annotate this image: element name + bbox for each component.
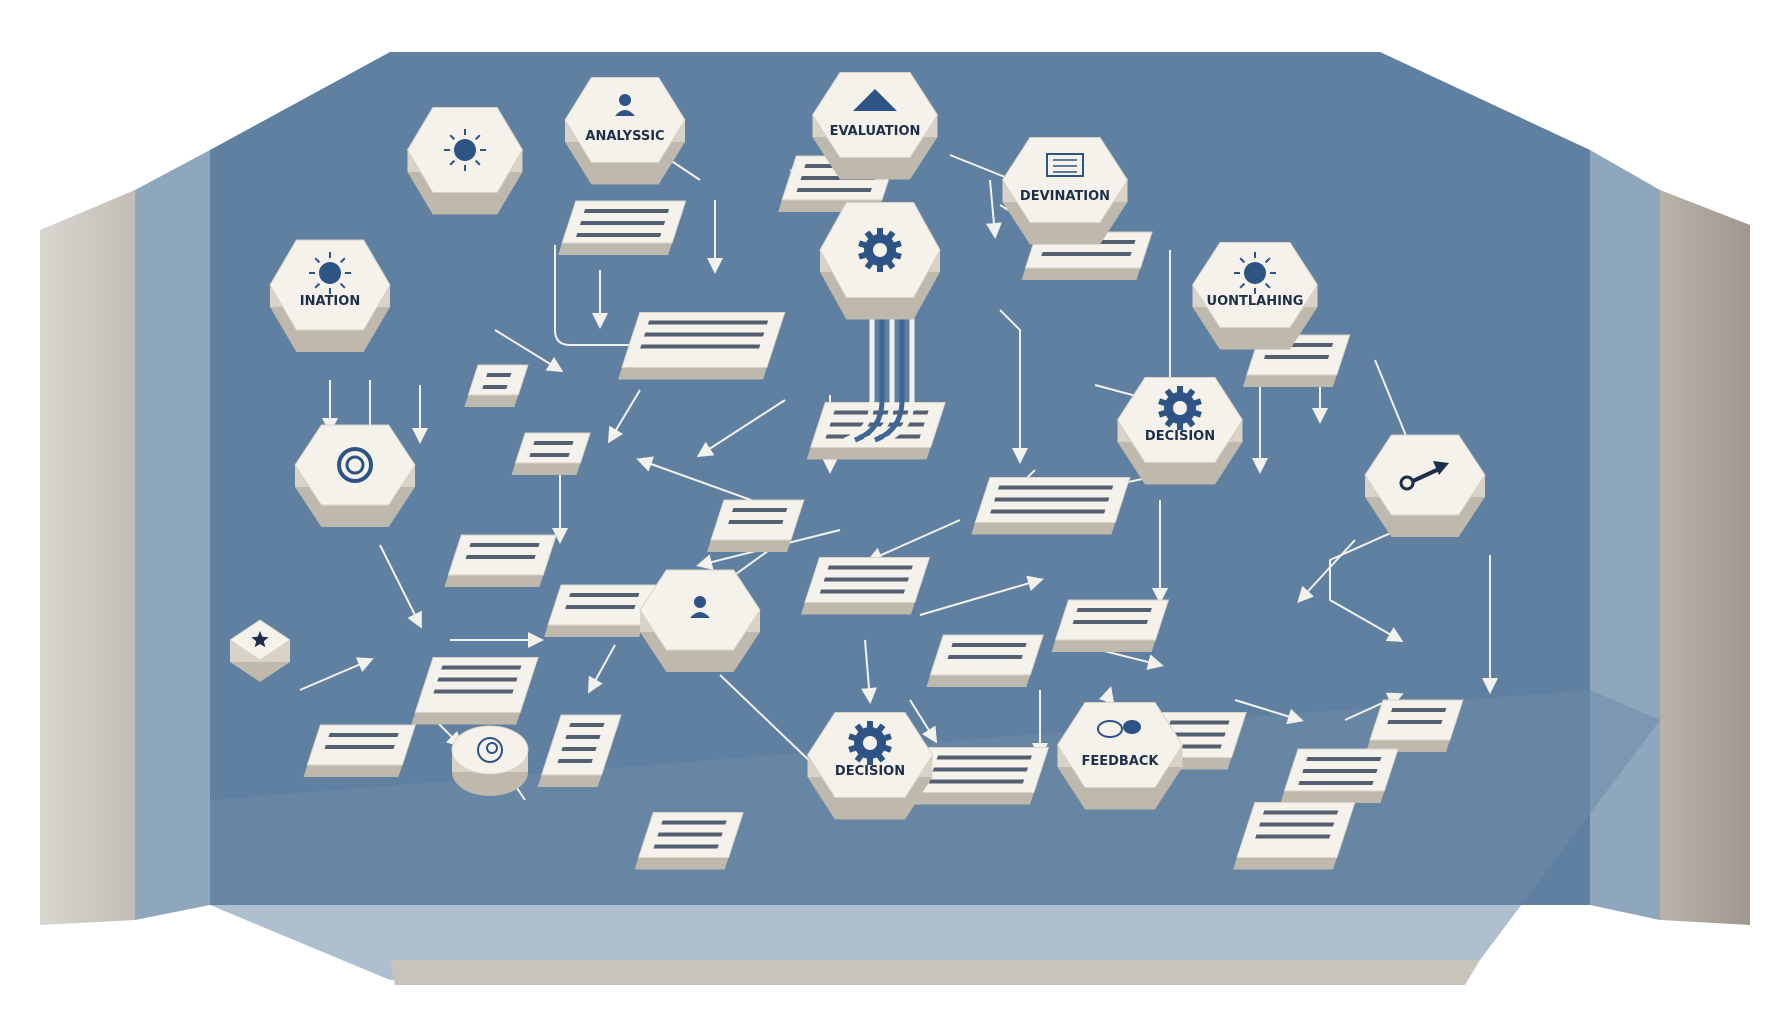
card-8 xyxy=(707,499,805,552)
arrow-35 xyxy=(1234,699,1304,725)
node-gear-center xyxy=(819,202,941,320)
card-11 xyxy=(544,584,657,637)
node-label: FEEDBACK xyxy=(1081,754,1159,769)
arrow-45 xyxy=(696,399,786,458)
small-cards xyxy=(303,155,1464,870)
card-14 xyxy=(926,634,1044,687)
arrow-20 xyxy=(636,456,766,506)
arrow-30 xyxy=(588,644,616,694)
arrow-14 xyxy=(1297,539,1356,603)
platform-base xyxy=(390,960,1480,985)
node-label: EVALUATION xyxy=(830,124,921,139)
card-22 xyxy=(1233,802,1356,870)
brain-icon xyxy=(477,737,503,763)
arrow-7 xyxy=(985,179,1002,239)
card-1 xyxy=(558,200,687,255)
arrow-18 xyxy=(866,519,961,563)
card-12 xyxy=(800,557,931,615)
card-23 xyxy=(634,812,744,870)
card-9 xyxy=(971,477,1131,535)
monitor-icon xyxy=(1046,153,1084,177)
node-label: DECISION xyxy=(835,764,905,779)
arrow-34 xyxy=(1099,649,1164,670)
node-top-left xyxy=(406,107,524,215)
node-decision-r: DECISION xyxy=(1116,377,1244,485)
node-user xyxy=(639,569,761,672)
gear-icon xyxy=(848,721,892,765)
gear-icon xyxy=(1158,386,1202,430)
card-21 xyxy=(1280,748,1399,803)
node-feedback: FEEDBACK xyxy=(1056,702,1184,810)
node-target xyxy=(294,424,416,527)
node-label: ANALYSSIC xyxy=(585,129,664,144)
node-evaluation: EVALUATION xyxy=(811,72,939,180)
star-icon xyxy=(251,631,269,648)
person-icon xyxy=(615,94,635,116)
node-deviation: DEVINATION xyxy=(1001,137,1129,245)
gear-icon xyxy=(858,228,902,272)
target-icon xyxy=(337,447,373,483)
chat-icon xyxy=(1097,720,1141,738)
card-5 xyxy=(464,364,529,407)
arrow-36 xyxy=(1344,692,1404,721)
card-19 xyxy=(910,747,1050,805)
globe-icon xyxy=(444,129,486,171)
card-2 xyxy=(1021,231,1153,280)
connector-arrows xyxy=(299,147,1498,801)
platform-back-left xyxy=(135,150,210,920)
node-arrow-box xyxy=(1364,434,1486,537)
platform-right-wall xyxy=(1660,190,1750,925)
arrow-32 xyxy=(861,639,877,704)
node-label: DEVINATION xyxy=(1020,189,1110,204)
node-decision-b: DECISION xyxy=(806,712,934,820)
card-15 xyxy=(411,657,539,725)
node-analysis: ANALYSSIC xyxy=(564,77,686,185)
arrow-39 xyxy=(909,699,938,744)
card-16 xyxy=(1366,699,1464,752)
arrow-icon xyxy=(1399,461,1449,491)
card-10 xyxy=(444,534,557,587)
gear-pipes xyxy=(844,300,915,443)
arrow-27 xyxy=(299,657,374,691)
arrow-22 xyxy=(494,329,564,373)
arrow-21 xyxy=(607,389,641,444)
node-star xyxy=(229,619,291,682)
node-label: INATION xyxy=(300,294,360,309)
node-ination: INATION xyxy=(269,239,391,352)
card-13 xyxy=(1051,599,1170,652)
arrow-0 xyxy=(554,245,664,353)
arrow-26 xyxy=(379,544,422,629)
platform xyxy=(40,52,1750,985)
sun-icon xyxy=(309,252,351,294)
card-18 xyxy=(537,714,622,787)
node-label: DECISION xyxy=(1145,429,1215,444)
person-icon xyxy=(690,596,710,618)
mountain-icon xyxy=(853,89,897,111)
card-7 xyxy=(806,402,946,460)
card-17 xyxy=(303,724,416,777)
globe-icon xyxy=(1234,252,1276,294)
node-label: UONTLAHING xyxy=(1207,294,1304,309)
card-6 xyxy=(511,432,591,475)
arrow-47 xyxy=(999,309,1028,464)
arrow-12 xyxy=(1329,519,1421,642)
card-3 xyxy=(617,312,786,380)
node-untlahing: UONTLAHING xyxy=(1191,242,1319,350)
platform-left-wall xyxy=(40,190,135,925)
platform-back-right xyxy=(1590,150,1660,920)
node-brain xyxy=(451,725,529,796)
node-blocks: ANALYSSIC EVALUATION DEVINATION INATION UONT… xyxy=(229,72,1486,820)
arrow-33 xyxy=(919,575,1044,616)
